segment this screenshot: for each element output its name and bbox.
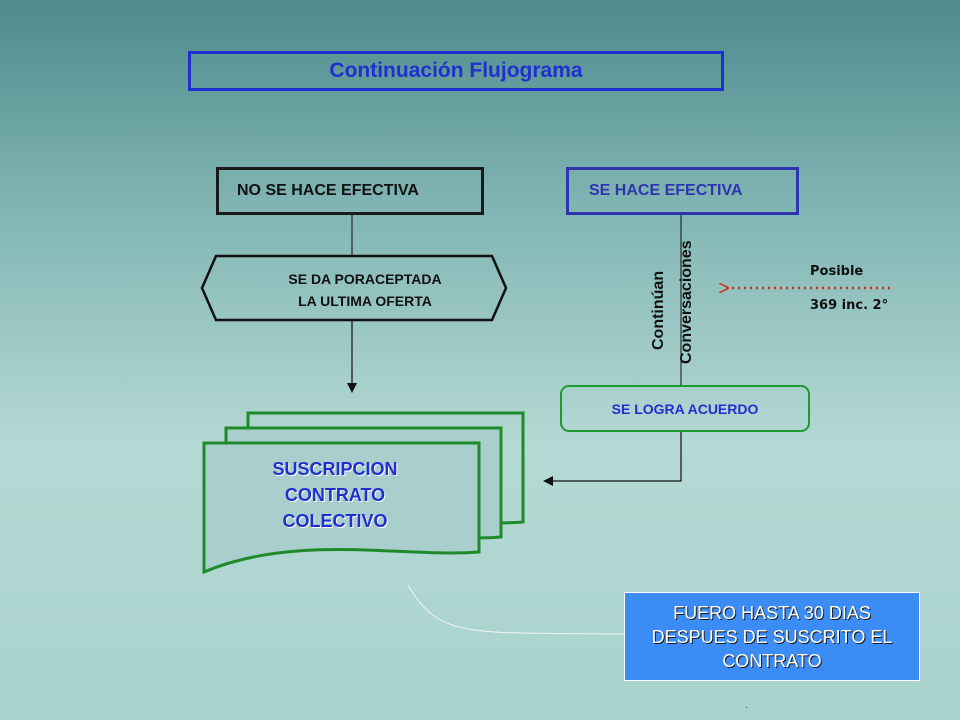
document-label: SUSCRIPCION CONTRATO COLECTIVO xyxy=(210,456,460,534)
page-title: Continuación Flujograma xyxy=(188,51,724,91)
document-line-1: SUSCRIPCION xyxy=(272,459,398,479)
title-text: Continuación Flujograma xyxy=(329,59,583,82)
se-logra-acuerdo-label: SE LOGRA ACUERDO xyxy=(611,400,759,417)
document-front-shape xyxy=(202,441,481,575)
se-logra-acuerdo-box: SE LOGRA ACUERDO xyxy=(560,385,810,432)
no-se-hace-efectiva-label: NO SE HACE EFECTIVA xyxy=(237,182,419,199)
fuero-note-box: FUERO HASTA 30 DIAS DESPUES DE SUSCRITO … xyxy=(624,592,920,681)
posible-label: Posible xyxy=(810,264,864,279)
conversaciones-label: Conversaciones xyxy=(678,240,695,364)
hexagon-line-2: LA ULTIMA OFERTA xyxy=(298,293,432,309)
se-hace-efectiva-label: SE HACE EFECTIVA xyxy=(589,182,743,199)
note-line-1: FUERO HASTA 30 DIAS xyxy=(673,602,871,623)
arrow-acuerdo-to-document xyxy=(543,432,682,486)
hexagon-line-1: SE DA PORACEPTADA xyxy=(288,271,442,287)
posible-reference: 369 inc. 2° xyxy=(810,298,889,313)
footer-dot: . xyxy=(745,700,748,711)
continuan-label: Continúan xyxy=(650,270,667,350)
note-line-3: CONTRATO xyxy=(722,650,822,671)
callout-line xyxy=(407,584,625,635)
se-hace-efectiva-box: SE HACE EFECTIVA xyxy=(566,167,799,215)
no-se-hace-efectiva-box: NO SE HACE EFECTIVA xyxy=(216,167,484,215)
hexagon-shape xyxy=(200,254,508,322)
hexagon-label: SE DA PORACEPTADA LA ULTIMA OFERTA xyxy=(230,268,500,312)
document-line-2: CONTRATO xyxy=(284,485,386,505)
note-line-2: DESPUES DE SUSCRITO EL xyxy=(651,626,893,647)
document-line-3: COLECTIVO xyxy=(282,511,388,531)
